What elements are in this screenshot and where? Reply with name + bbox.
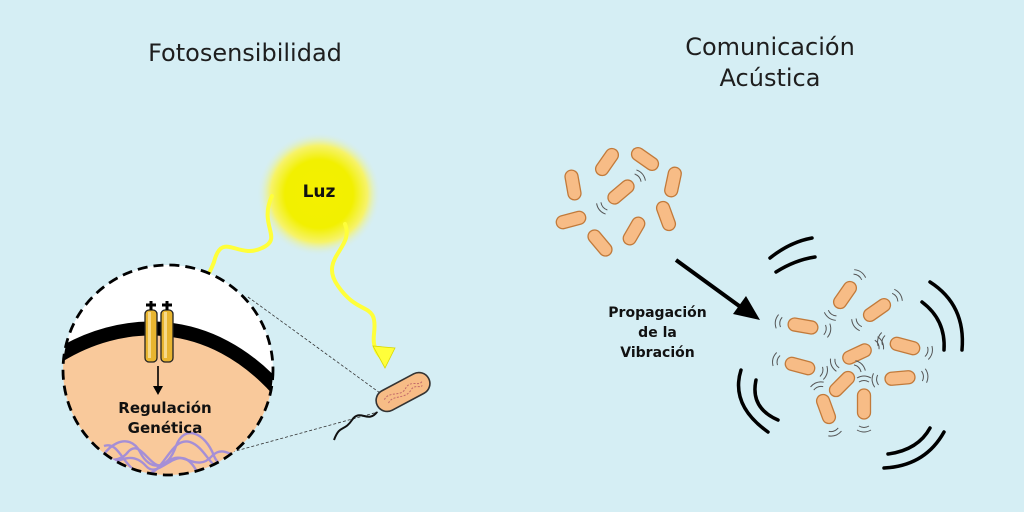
vibration-propagation-label: Propagación de la Vibración <box>590 303 725 363</box>
vibration-label-line2: de la <box>638 325 677 341</box>
gene-regulation-label-line1: Regulación <box>118 399 212 417</box>
sun <box>257 132 381 256</box>
vibration-label-line1: Propagación <box>608 305 707 321</box>
bacterium-with-flagellum <box>333 371 431 441</box>
vibration-label-line3: Vibración <box>620 345 695 361</box>
light-label: Luz <box>302 182 336 202</box>
bacteria-cluster-vibrating <box>770 267 935 439</box>
magnified-cell-view <box>61 263 275 477</box>
bacteria-cluster-initial <box>554 144 684 260</box>
photoreceptor-proteins <box>144 301 174 395</box>
photosensitivity-title: Fotosensibilidad <box>148 39 342 67</box>
gene-regulation-label-line2: Genética <box>127 419 203 437</box>
gene-regulation-label: Regulación Genética <box>90 398 240 438</box>
propagation-arrow <box>674 258 760 320</box>
acoustic-title-line2: Acústica <box>719 64 821 92</box>
sound-waves <box>736 236 965 470</box>
acoustic-communication-title: Comunicación Acústica <box>640 32 900 94</box>
acoustic-title-line1: Comunicación <box>685 33 855 61</box>
